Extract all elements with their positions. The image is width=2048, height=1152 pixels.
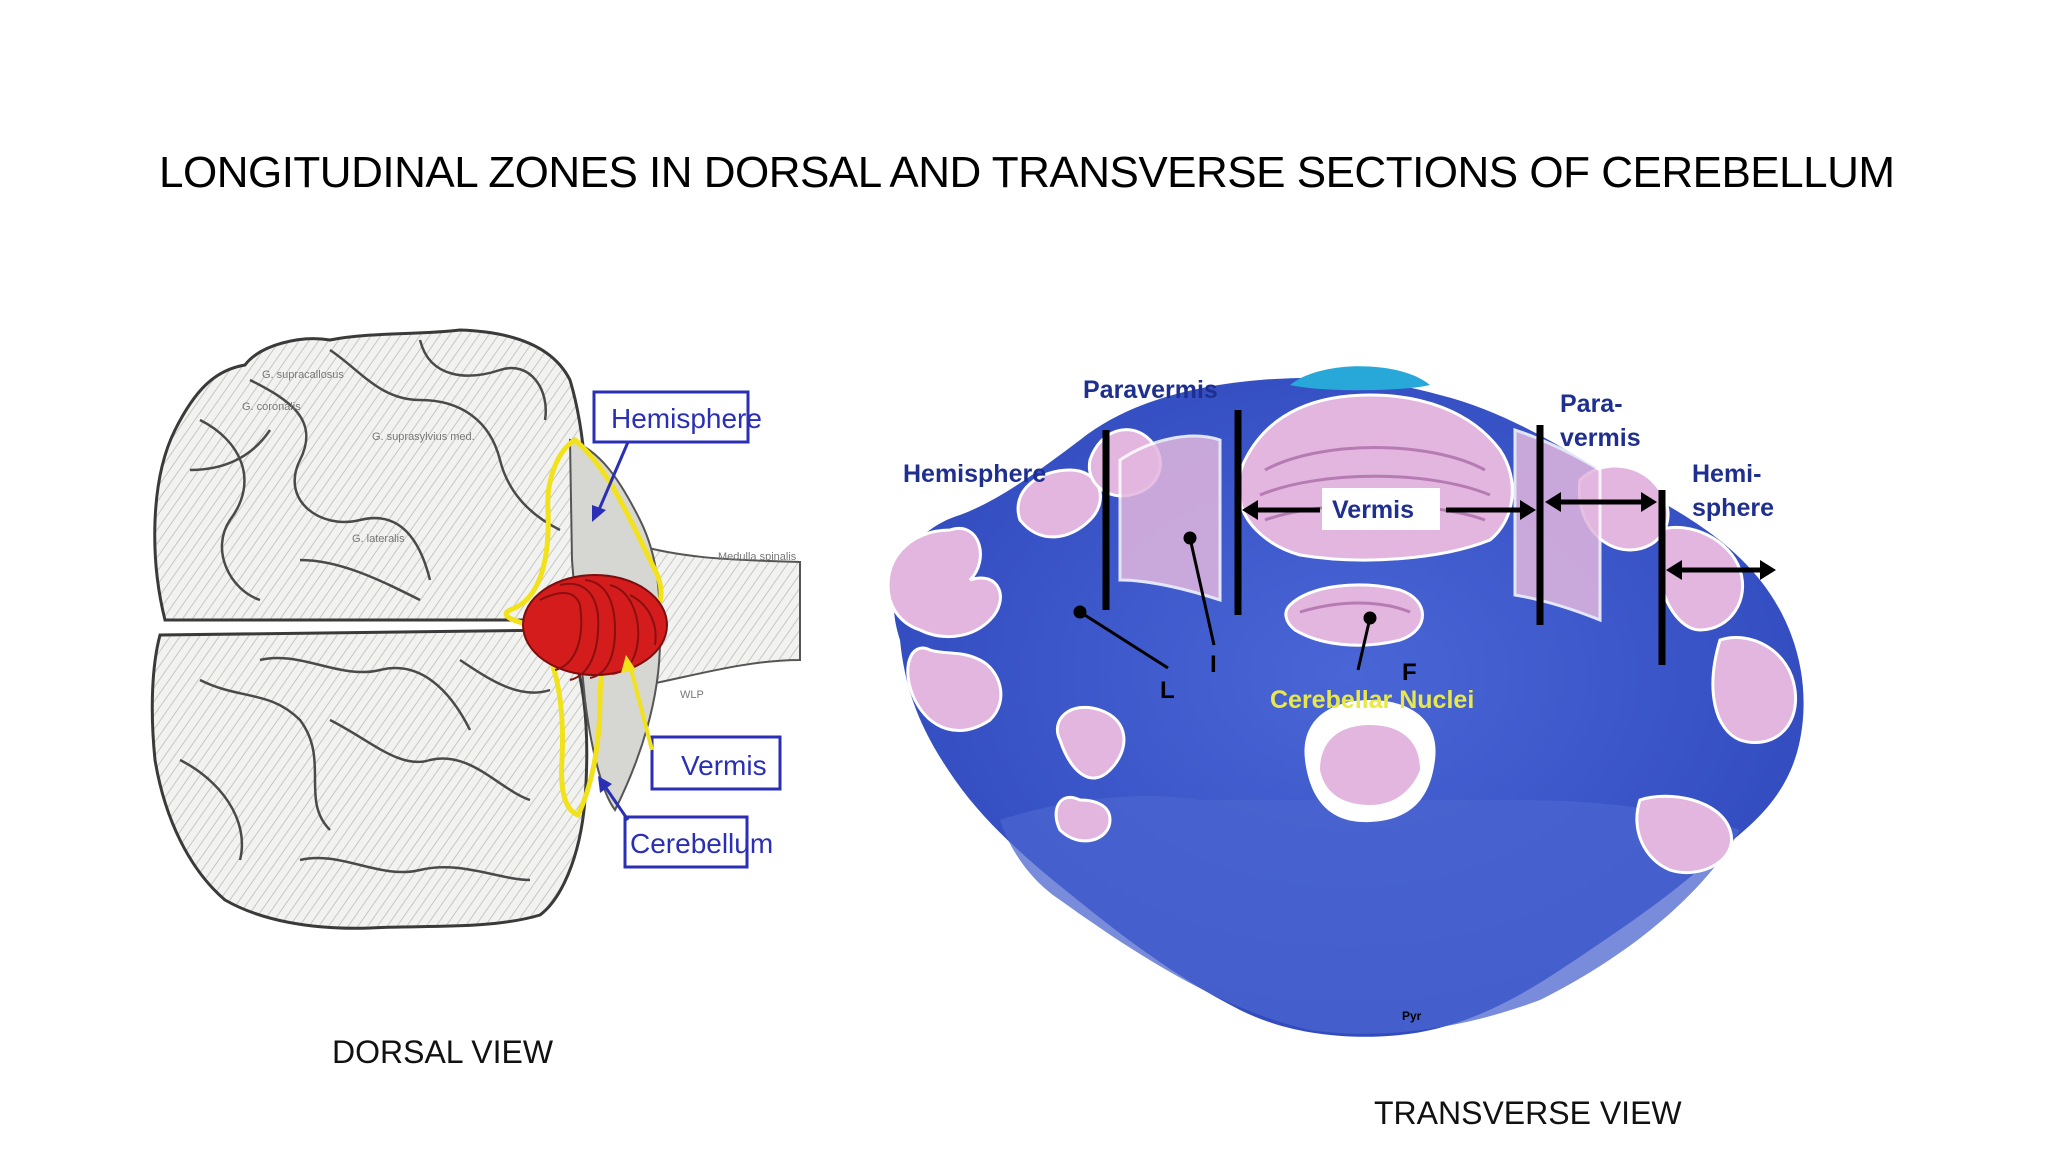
label-nucleus-l: L — [1160, 677, 1175, 704]
callout-cerebellum: Cerebellum — [598, 776, 773, 869]
label-vermis: Vermis — [681, 750, 767, 781]
label-cerebellum: Cerebellum — [630, 828, 773, 859]
medulla-spinalis — [619, 538, 801, 692]
slide-title: LONGITUDINAL ZONES IN DORSAL AND TRANSVE… — [159, 148, 1895, 197]
vermis-label-box: Vermis — [1322, 488, 1440, 530]
cerebrum-lower-hemisphere — [150, 628, 589, 930]
nuclei-pointers — [1073, 531, 1377, 671]
label-hemisphere-right-2: sphere — [1692, 494, 1774, 522]
label-hemisphere-right-1: Hemi- — [1692, 460, 1761, 488]
tiny-label-initials: WLP — [680, 689, 704, 701]
caption-transverse-view: TRANSVERSE VIEW — [1374, 1095, 1682, 1131]
cerebellum-outline — [503, 436, 664, 819]
caption-dorsal-view: DORSAL VIEW — [332, 1034, 554, 1070]
dorsal-brain-illustration: G. supracallosus G. coronalis G. suprasy… — [150, 328, 801, 930]
ventricle-floor — [1320, 725, 1420, 805]
tiny-label-supracallosus: G. supracallosus — [262, 369, 344, 381]
label-hemisphere-left: Hemisphere — [903, 460, 1046, 488]
transverse-section — [886, 366, 1804, 1037]
tiny-label-medulla: Medulla spinalis — [718, 551, 797, 563]
label-nucleus-i: I — [1210, 651, 1217, 678]
zone-dividers — [1102, 410, 1666, 665]
label-cerebellar-nuclei: Cerebellar Nuclei — [1270, 686, 1474, 714]
callout-vermis: Vermis — [621, 655, 782, 791]
label-nucleus-f: F — [1402, 659, 1417, 686]
label-paravermis-right-2: vermis — [1560, 424, 1641, 452]
tiny-label-lateralis: G. lateralis — [352, 533, 405, 545]
label-paravermis-left: Paravermis — [1083, 376, 1218, 404]
tiny-label-suprasylvius: G. suprasylvius med. — [372, 431, 475, 443]
callout-hemisphere: Hemisphere — [592, 390, 762, 522]
label-vermis-center: Vermis — [1332, 496, 1414, 524]
brainstem-region — [1000, 796, 1740, 1034]
zone-arrows — [1242, 492, 1776, 580]
gyri-contours — [179, 339, 561, 882]
vermis-folia-lines — [1259, 446, 1491, 614]
vermis-highlight — [522, 574, 668, 681]
tiny-label-coronalis: G. coronalis — [242, 401, 301, 413]
label-paravermis-right-1: Para- — [1560, 390, 1623, 418]
label-pyr: Pyr — [1402, 1009, 1422, 1023]
vermis-top-cap — [1290, 366, 1430, 391]
label-hemisphere: Hemisphere — [611, 403, 762, 434]
